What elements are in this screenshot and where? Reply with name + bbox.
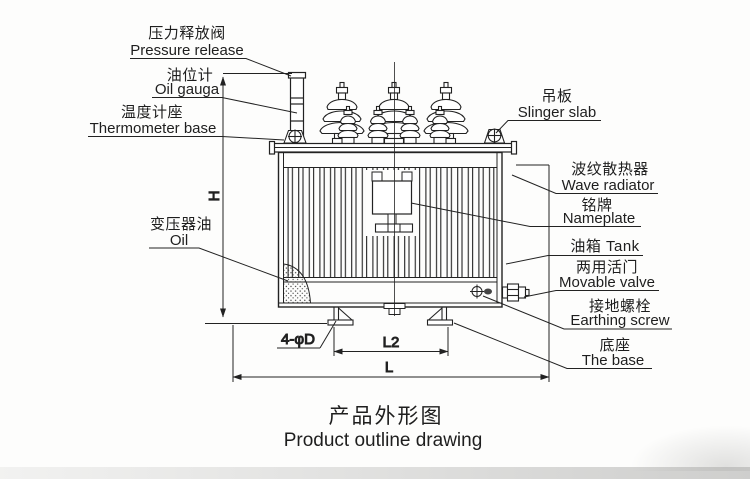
label-thermometer-base-en: Thermometer base (90, 120, 217, 137)
label-oil-gauge-en: Oil gauga (155, 81, 220, 98)
earthing-screw (470, 284, 492, 299)
label-wave-radiator-en: Wave radiator (562, 177, 655, 194)
label-movable-valve-en: Movable valve (559, 274, 655, 291)
label-slinger-slab: 吊板 Slinger slab (495, 87, 601, 134)
label-pressure-release: 压力释放阀 Pressure release (130, 25, 292, 77)
label-transformer-oil-zh: 变压器油 (150, 216, 212, 233)
label-nameplate-en: Nameplate (563, 210, 636, 227)
scan-smudge-bottom (0, 467, 750, 479)
dimension-lines: H 4-φD L2 L (205, 73, 550, 382)
label-tank: 油箱 Tank (505, 238, 643, 265)
tank-leader (505, 255, 643, 265)
dim-height: H (205, 73, 327, 324)
label-nameplate: 铭牌 Nameplate (410, 197, 641, 227)
transformer-oil-leader (149, 247, 289, 282)
lifting-lug-right (483, 128, 506, 144)
label-slinger-slab-zh: 吊板 (541, 87, 572, 105)
transformer-body (268, 62, 530, 326)
label-base-zh: 底座 (599, 337, 630, 354)
pressure-release-leader (130, 58, 292, 77)
movable-valve-leader (523, 290, 659, 298)
label-wave-radiator-zh: 波纹散热器 (571, 161, 649, 178)
tank-body (277, 151, 503, 308)
dim-overall-length: L (232, 164, 550, 382)
wave-radiator-leader (511, 174, 658, 194)
label-tank-text: 油箱 Tank (570, 238, 639, 255)
part-labels: 压力释放阀 Pressure release 油位计 Oil gauga 温度计… (88, 25, 672, 369)
label-pressure-release-zh: 压力释放阀 (148, 25, 226, 42)
dim-label-H: H (206, 191, 223, 202)
earthing-screw-leader (482, 295, 672, 330)
label-movable-valve: 两用活门 Movable valve (523, 259, 659, 298)
nameplate (366, 170, 418, 236)
label-thermometer-base: 温度计座 Thermometer base (88, 104, 285, 141)
dim-label-L2: L2 (383, 334, 400, 351)
label-base: 底座 The base (453, 322, 652, 369)
base-leader (453, 322, 652, 369)
label-wave-radiator: 波纹散热器 Wave radiator (511, 161, 658, 194)
label-nameplate-zh: 铭牌 (581, 197, 612, 214)
dim-label-4phiD: 4-φD (281, 331, 315, 348)
drawing-title: 产品外形图 Product outline drawing (284, 405, 483, 451)
label-thermometer-base-zh: 温度计座 (121, 104, 183, 121)
label-slinger-slab-en: Slinger slab (518, 104, 596, 121)
label-movable-valve-zh: 两用活门 (576, 259, 638, 276)
scan-smudge-corner (630, 425, 750, 471)
label-transformer-oil: 变压器油 Oil (149, 216, 289, 282)
label-oil-gauge-zh: 油位计 (167, 67, 214, 84)
title-en: Product outline drawing (284, 430, 483, 451)
slinger-slab-leader (495, 120, 601, 134)
label-oil-gauge: 油位计 Oil gauga (152, 67, 298, 114)
oil-gauge-leader (152, 97, 298, 114)
dim-label-L: L (385, 359, 393, 376)
label-earthing-screw: 接地螺栓 Earthing screw (482, 295, 672, 330)
dim-foot-spacing: L2 (333, 327, 449, 356)
label-pressure-release-en: Pressure release (130, 42, 243, 59)
thermometer-base-leader (88, 136, 285, 141)
label-earthing-screw-zh: 接地螺栓 (589, 298, 651, 315)
title-zh: 产品外形图 (329, 405, 444, 428)
pressure-release-pipe (287, 71, 307, 144)
dim-mounting-holes: 4-φD (277, 320, 337, 349)
label-base-en: The base (582, 352, 645, 369)
right-foot (426, 307, 454, 326)
movable-valve (501, 283, 530, 302)
left-foot (327, 307, 354, 326)
nameplate-leader (410, 202, 641, 227)
label-transformer-oil-en: Oil (170, 232, 188, 249)
label-earthing-screw-en: Earthing screw (570, 312, 669, 329)
